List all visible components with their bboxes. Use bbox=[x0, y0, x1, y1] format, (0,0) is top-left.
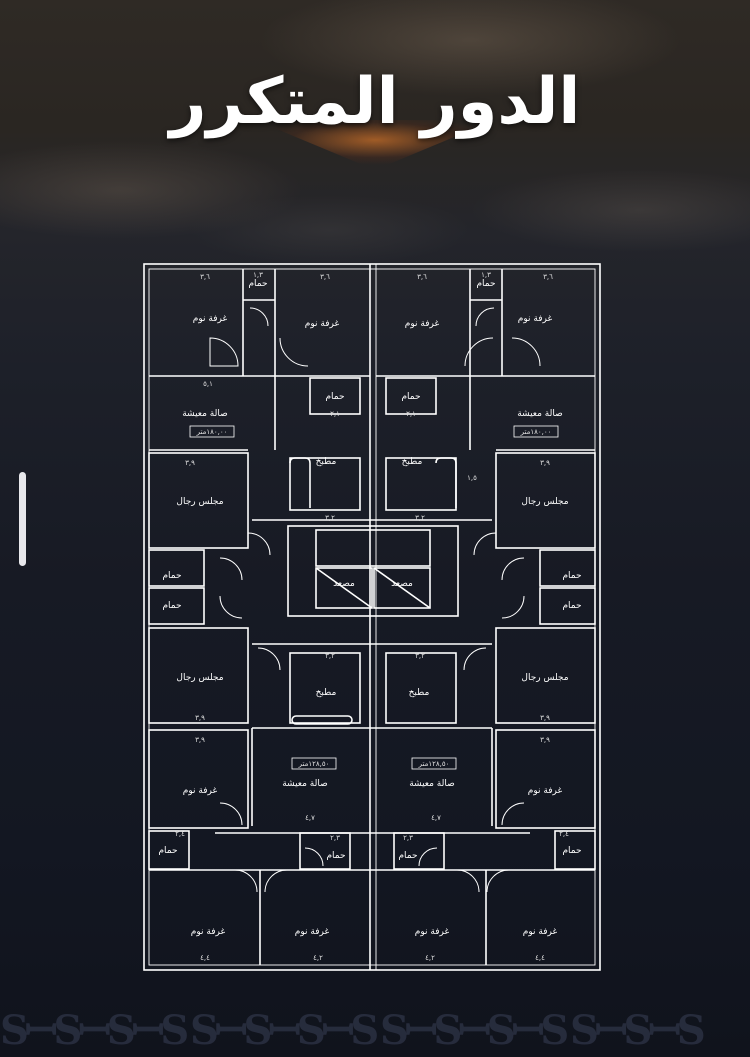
dimension-label: ٢,٤ bbox=[175, 830, 185, 838]
dimension-label: ٢,١ bbox=[330, 410, 340, 418]
room-label: حمام bbox=[562, 601, 581, 611]
dimension-label: ٢,٣ bbox=[330, 834, 340, 842]
room-label: صالة معيشة bbox=[409, 779, 455, 789]
plan-walls bbox=[143, 263, 601, 971]
dimension-label: ١,٣ bbox=[481, 271, 491, 279]
dimension-label: ٤,٢ bbox=[313, 954, 323, 962]
room-label: حمام bbox=[326, 851, 345, 861]
room-label: مجلس رجال bbox=[176, 497, 223, 507]
dimension-label: ١,٣ bbox=[253, 271, 263, 279]
room-label: مطبخ bbox=[316, 457, 337, 467]
room-label: مجلس رجال bbox=[521, 673, 568, 683]
dimension-label: ٣,٢ bbox=[325, 514, 335, 522]
floor-plan-svg: غرفة نوم غرفة نوم غرفة نوم غرفة نوم حمام… bbox=[143, 263, 601, 971]
room-label: حمام bbox=[476, 279, 495, 289]
dimension-label: ٤,٤ bbox=[535, 954, 545, 962]
area-label: ١٢٨,٥٠متر bbox=[298, 760, 330, 768]
room-label: مطبخ bbox=[409, 688, 430, 698]
dimension-label: ٤,٧ bbox=[431, 814, 441, 822]
page-title: الدور المتكرر bbox=[169, 65, 581, 139]
door-swings bbox=[209, 307, 541, 893]
dimension-label: ٣,٩ bbox=[540, 714, 550, 722]
room-label: غرفة نوم bbox=[528, 786, 563, 796]
dimension-label: ٣,٢ bbox=[325, 652, 335, 660]
dimension-label: ٣,٩ bbox=[540, 459, 550, 467]
room-label: غرفة نوم bbox=[193, 314, 228, 324]
room-label: صالة معيشة bbox=[282, 779, 328, 789]
dimension-label: ٤,٧ bbox=[305, 814, 315, 822]
room-label: غرفة نوم bbox=[305, 319, 340, 329]
room-label: مطبخ bbox=[316, 688, 337, 698]
room-label: غرفة نوم bbox=[518, 314, 553, 324]
room-label: حمام bbox=[162, 601, 181, 611]
room-label: غرفة نوم bbox=[295, 927, 330, 937]
dimension-label: ٤,٤ bbox=[200, 954, 210, 962]
dimension-label: ١,٥ bbox=[467, 474, 477, 482]
dimension-label: ٣,٩ bbox=[195, 736, 205, 744]
dimension-labels: ٣,٦ ٣,٦ ٣,٦ ٣,٦ ١,٣ ١,٣ ٥,١ ٢,١ ٢,١ ٣,٩ … bbox=[175, 271, 569, 962]
room-label: مصعد bbox=[333, 579, 355, 589]
dimension-label: ٣,٩ bbox=[540, 736, 550, 744]
dimension-label: ٢,٤ bbox=[559, 830, 569, 838]
dimension-label: ٣,٢ bbox=[415, 652, 425, 660]
room-label: غرفة نوم bbox=[405, 319, 440, 329]
room-labels: غرفة نوم غرفة نوم غرفة نوم غرفة نوم حمام… bbox=[158, 279, 581, 937]
room-label: مجلس رجال bbox=[176, 673, 223, 683]
room-label: حمام bbox=[401, 392, 420, 402]
room-label: غرفة نوم bbox=[183, 786, 218, 796]
room-label: حمام bbox=[248, 279, 267, 289]
dimension-label: ٥,١ bbox=[203, 380, 213, 388]
room-label: حمام bbox=[562, 571, 581, 581]
dimension-label: ٢,١ bbox=[406, 410, 416, 418]
room-label: مصعد bbox=[391, 579, 413, 589]
room-label: حمام bbox=[325, 392, 344, 402]
room-label: حمام bbox=[398, 851, 417, 861]
dimension-label: ٣,٦ bbox=[200, 273, 210, 281]
area-label: ١٢٨,٥٠متر bbox=[418, 760, 450, 768]
room-label: مجلس رجال bbox=[521, 497, 568, 507]
room-label: صالة معيشة bbox=[517, 409, 563, 419]
dimension-label: ٣,٩ bbox=[195, 714, 205, 722]
room-label: حمام bbox=[158, 846, 177, 856]
room-label: غرفة نوم bbox=[191, 927, 226, 937]
dimension-label: ٣,٢ bbox=[415, 514, 425, 522]
room-label: حمام bbox=[562, 846, 581, 856]
dimension-label: ٣,٦ bbox=[417, 273, 427, 281]
area-labels: ١٨٠,٠٠متر ١٨٠,٠٠متر ١٢٨,٥٠متر ١٢٨,٥٠متر bbox=[189, 425, 559, 770]
floor-plan: غرفة نوم غرفة نوم غرفة نوم غرفة نوم حمام… bbox=[140, 258, 610, 978]
room-label: حمام bbox=[162, 571, 181, 581]
decorative-pattern: SꟷSꟷSꟷS SꟷSꟷSꟷS SꟷSꟷSꟷS SꟷSꟷS bbox=[0, 1007, 706, 1054]
area-label: ١٨٠,٠٠متر bbox=[196, 428, 228, 436]
room-label: غرفة نوم bbox=[415, 927, 450, 937]
room-label: غرفة نوم bbox=[523, 927, 558, 937]
room-label: صالة معيشة bbox=[182, 409, 228, 419]
area-label: ١٨٠,٠٠متر bbox=[520, 428, 552, 436]
dimension-label: ٤,٢ bbox=[425, 954, 435, 962]
dimension-label: ٣,٦ bbox=[543, 273, 553, 281]
dimension-label: ٣,٦ bbox=[320, 273, 330, 281]
room-label: مطبخ bbox=[402, 457, 423, 467]
scrollbar-handle[interactable] bbox=[19, 472, 26, 566]
dimension-label: ٢,٣ bbox=[403, 834, 413, 842]
dimension-label: ٣,٩ bbox=[185, 459, 195, 467]
